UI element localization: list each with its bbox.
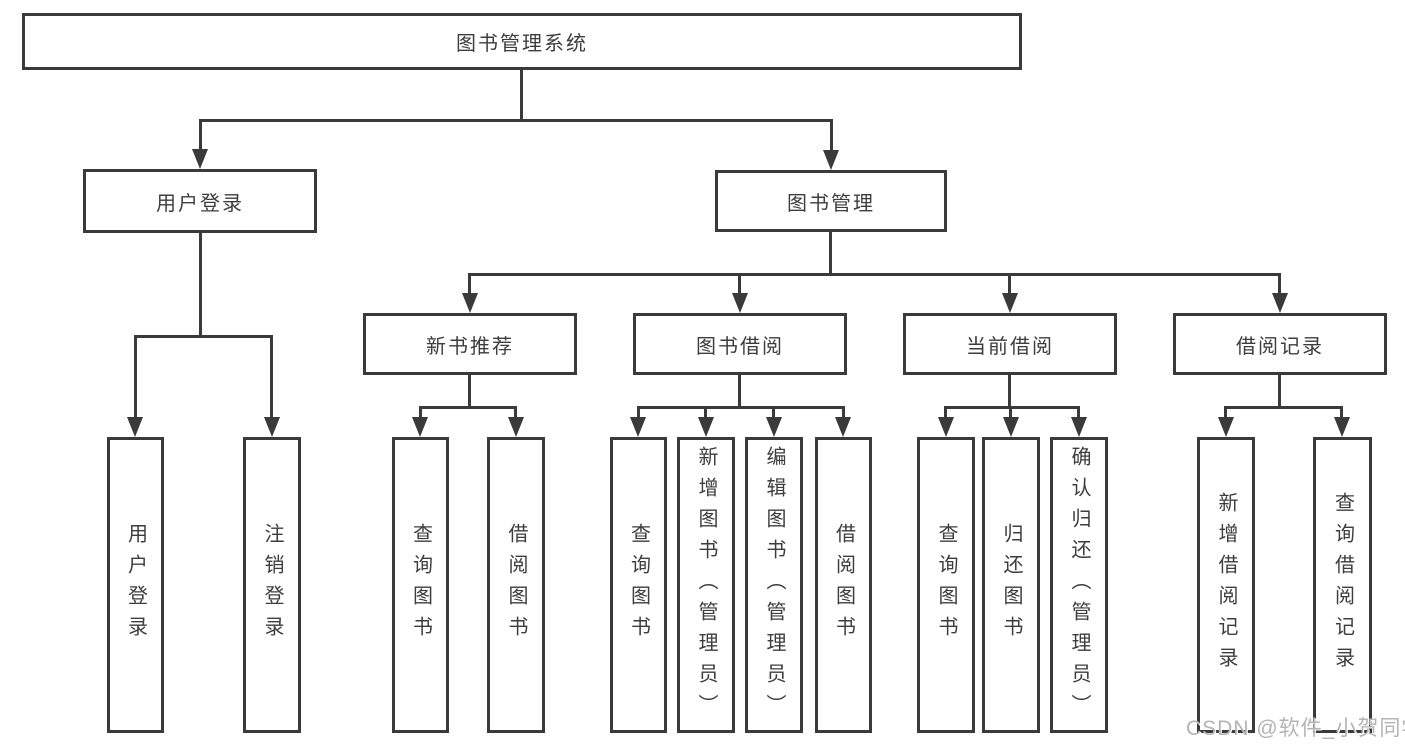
- node-leaf-user-login: 用户登录: [107, 437, 164, 733]
- connector-book-borrow-stem: [738, 375, 741, 409]
- node-book-mgmt: 图书管理: [715, 170, 947, 232]
- arrowhead-cb-return: [1003, 417, 1019, 437]
- connector-current-borrow-rail: [946, 406, 1079, 409]
- connector-to-user-login: [199, 119, 202, 151]
- arrowhead-leaf-login: [127, 417, 143, 437]
- connector-new-book-rail: [420, 406, 516, 409]
- arrowhead-bb-borrow: [835, 417, 851, 437]
- node-current-borrow: 当前借阅: [903, 313, 1117, 375]
- connector-level1-rail: [199, 119, 832, 122]
- node-leaf-bb-add-books-label: 新增图书（管理员）: [695, 445, 717, 725]
- node-leaf-nb-query-books: 查询图书: [392, 437, 449, 733]
- node-user-login-label: 用户登录: [156, 192, 244, 215]
- node-leaf-bb-add-books: 新增图书（管理员）: [677, 437, 735, 733]
- node-user-login: 用户登录: [83, 169, 317, 233]
- connector-to-nb-query: [419, 406, 422, 421]
- node-root-label: 图书管理系统: [456, 33, 588, 55]
- arrowhead-bb-add: [698, 417, 714, 437]
- node-current-borrow-label: 当前借阅: [966, 335, 1054, 358]
- node-leaf-cb-return-books: 归还图书: [982, 437, 1040, 733]
- connector-current-borrow-stem: [1008, 375, 1011, 409]
- node-leaf-bb-query-books-label: 查询图书: [627, 523, 650, 647]
- node-leaf-bb-edit-books-label: 编辑图书（管理员）: [763, 445, 785, 725]
- connector-to-book-mgmt: [830, 119, 833, 151]
- connector-to-cb-query: [944, 406, 947, 421]
- arrowhead-book-borrow: [732, 293, 748, 313]
- node-leaf-cb-return-books-label: 归还图书: [1000, 523, 1022, 647]
- node-leaf-br-add-record-label: 新增借阅记录: [1215, 492, 1237, 678]
- node-leaf-nb-query-books-label: 查询图书: [409, 523, 432, 647]
- arrowhead-br-query: [1334, 417, 1350, 437]
- connector-to-leaf-logout: [270, 335, 273, 419]
- connector-to-current-borrow: [1008, 273, 1011, 297]
- connector-book-borrow-rail: [638, 406, 843, 409]
- connector-to-nb-borrow: [514, 406, 517, 421]
- node-leaf-br-query-record: 查询借阅记录: [1313, 437, 1372, 733]
- connector-to-br-query: [1340, 406, 1343, 421]
- connector-to-bb-query: [637, 406, 640, 421]
- node-book-borrow-label: 图书借阅: [696, 335, 784, 358]
- node-leaf-nb-borrow-books: 借阅图书: [487, 437, 545, 733]
- node-leaf-bb-borrow-books: 借阅图书: [815, 437, 872, 733]
- arrowhead-leaf-logout: [264, 417, 280, 437]
- node-borrow-records-label: 借阅记录: [1236, 335, 1324, 358]
- node-new-book-rec: 新书推荐: [363, 313, 577, 375]
- node-leaf-bb-borrow-books-label: 借阅图书: [832, 523, 855, 647]
- node-book-borrow: 图书借阅: [633, 313, 847, 375]
- arrowhead-bb-edit: [766, 417, 782, 437]
- connector-to-leaf-login: [134, 335, 137, 419]
- arrowhead-nb-borrow: [508, 417, 524, 437]
- connector-user-login-stem: [199, 233, 202, 338]
- node-leaf-cb-confirm-return: 确认归还（管理员）: [1050, 437, 1108, 733]
- arrowhead-new-book: [462, 293, 478, 313]
- node-new-book-rec-label: 新书推荐: [426, 335, 514, 358]
- node-leaf-cb-confirm-return-label: 确认归还（管理员）: [1068, 445, 1090, 725]
- arrowhead-current-borrow: [1002, 293, 1018, 313]
- arrowhead-book-mgmt: [823, 150, 839, 170]
- node-root: 图书管理系统: [22, 13, 1022, 70]
- connector-to-borrow-records: [1278, 273, 1281, 297]
- connector-borrow-records-rail: [1226, 406, 1342, 409]
- node-leaf-br-query-record-label: 查询借阅记录: [1331, 492, 1354, 678]
- node-leaf-bb-query-books: 查询图书: [610, 437, 667, 733]
- connector-to-new-book: [468, 273, 471, 297]
- connector-to-br-add: [1224, 406, 1227, 421]
- node-borrow-records: 借阅记录: [1173, 313, 1387, 375]
- connector-to-bb-edit: [772, 406, 775, 421]
- connector-root-stem: [520, 70, 523, 122]
- connector-new-book-stem: [468, 375, 471, 409]
- node-leaf-logout-label: 注销登录: [261, 523, 283, 647]
- connector-to-cb-return: [1009, 406, 1012, 421]
- connector-to-cb-confirm: [1077, 406, 1080, 421]
- connector-user-login-rail: [135, 335, 273, 338]
- arrowhead-br-add: [1218, 417, 1234, 437]
- connector-book-mgmt-stem: [829, 232, 832, 276]
- arrowhead-user-login: [192, 149, 208, 169]
- csdn-watermark: CSDN @软件_小贺同学: [1186, 717, 1405, 740]
- connector-to-bb-add: [704, 406, 707, 421]
- connector-to-bb-borrow: [842, 406, 845, 421]
- connector-to-book-borrow: [738, 273, 741, 297]
- node-leaf-nb-borrow-books-label: 借阅图书: [505, 523, 527, 647]
- node-leaf-bb-edit-books: 编辑图书（管理员）: [745, 437, 803, 733]
- arrowhead-borrow-records: [1272, 293, 1288, 313]
- connector-level2-rail: [470, 273, 1281, 276]
- node-leaf-user-login-label: 用户登录: [124, 523, 147, 647]
- arrowhead-cb-confirm: [1071, 417, 1087, 437]
- arrowhead-cb-query: [938, 417, 954, 437]
- node-leaf-br-add-record: 新增借阅记录: [1197, 437, 1255, 733]
- connector-borrow-records-stem: [1278, 375, 1281, 409]
- node-leaf-cb-query-books-label: 查询图书: [935, 523, 957, 647]
- arrowhead-nb-query: [412, 417, 428, 437]
- node-leaf-cb-query-books: 查询图书: [917, 437, 975, 733]
- node-leaf-logout: 注销登录: [243, 437, 301, 733]
- node-book-mgmt-label: 图书管理: [787, 192, 875, 215]
- arrowhead-bb-query: [630, 417, 646, 437]
